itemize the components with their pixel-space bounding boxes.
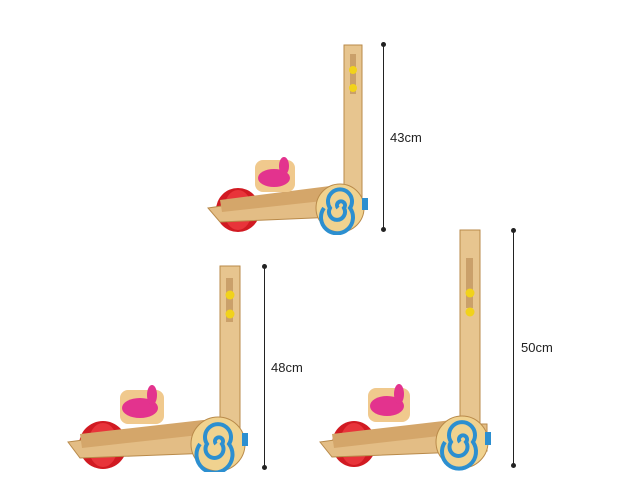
height-indicator-line-2 [262,264,267,470]
baby-walker-illustration-3 [319,229,491,471]
baby-walker-illustration-1 [207,44,368,235]
height-label-50cm: 50cm [521,340,553,355]
height-label-48cm: 48cm [271,360,303,375]
height-label-43cm: 43cm [390,130,422,145]
height-indicator-line-3 [511,228,516,468]
baby-walker-illustration-2 [67,265,248,472]
height-indicator-line-1 [381,42,386,232]
